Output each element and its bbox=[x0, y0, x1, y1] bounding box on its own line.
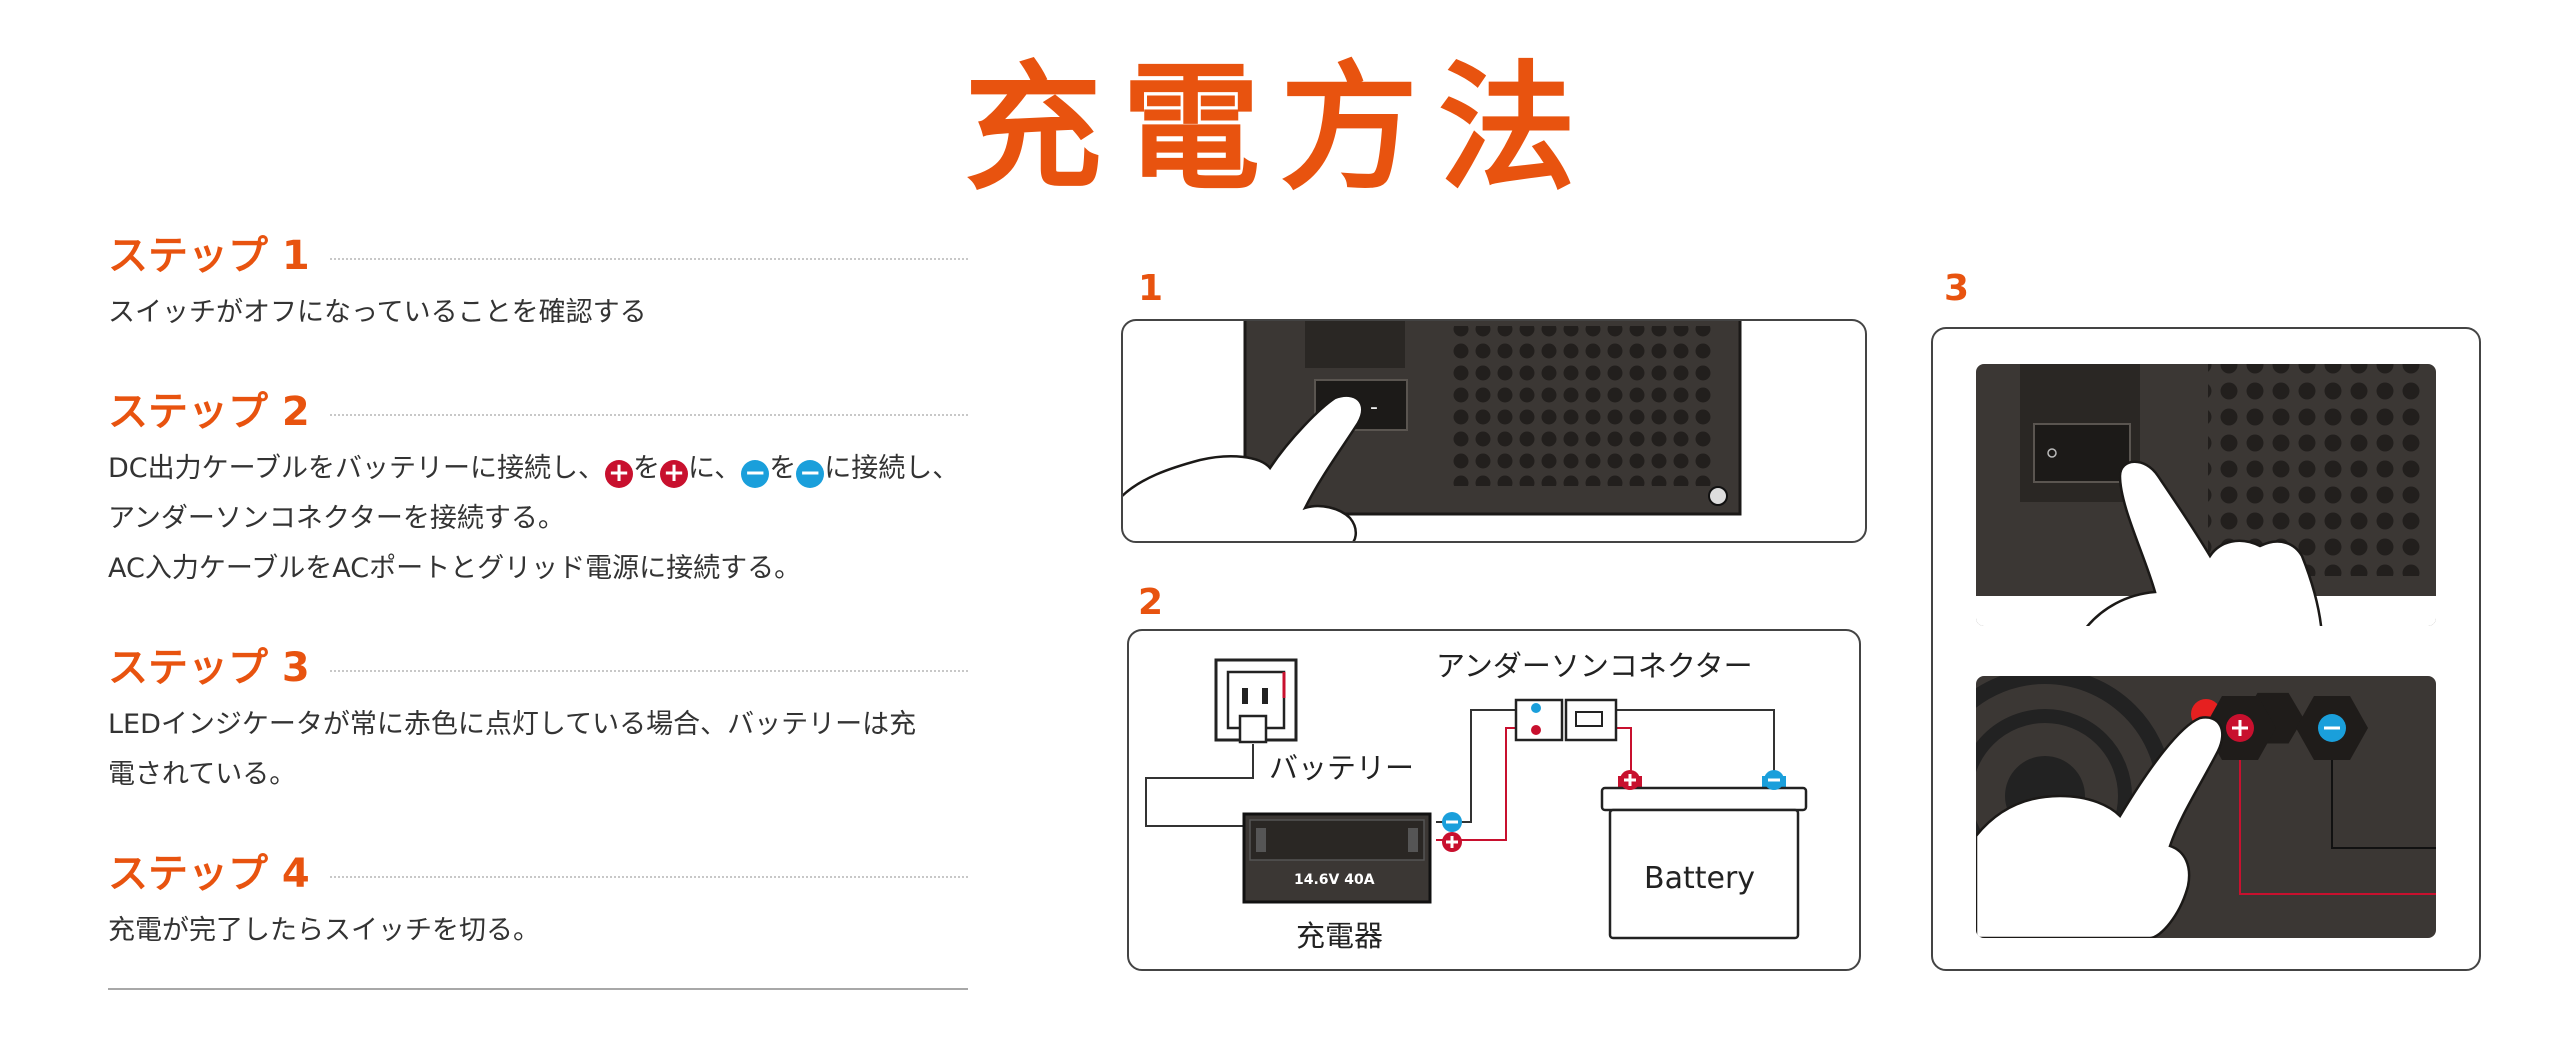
step-4-label: ステップ 4 bbox=[108, 851, 310, 897]
step-2-label: ステップ 2 bbox=[108, 389, 310, 435]
panel-2-diagram: アンダーソンコネクター バッテリー 14.6V 40A 充電器 Battery bbox=[1127, 629, 1861, 971]
battery-text: Battery bbox=[1644, 861, 1755, 896]
minus-icon: − bbox=[796, 460, 825, 488]
plus-icon: + bbox=[660, 460, 689, 488]
step-3-label: ステップ 3 bbox=[108, 645, 310, 691]
charger-label: 充電器 bbox=[1296, 919, 1383, 953]
connector-label: アンダーソンコネクター bbox=[1436, 649, 1753, 683]
step-2-line-1: DC出力ケーブルをバッテリーに接続し、+を+に、−を−に接続し、 bbox=[108, 453, 960, 488]
step-2: ステップ 2 DC出力ケーブルをバッテリーに接続し、+を+に、−を−に接続し、 … bbox=[108, 388, 968, 594]
step-divider bbox=[329, 876, 968, 878]
anderson-connector-icon bbox=[1514, 698, 1618, 742]
step-3-line-2: 電されている。 bbox=[108, 759, 297, 790]
minus-terminal-icon bbox=[2296, 696, 2368, 760]
wall-outlet-icon bbox=[1214, 658, 1298, 744]
step-4-text: 充電が完了したらスイッチを切る。 bbox=[108, 915, 540, 946]
step-1: ステップ 1 スイッチがオフになっていることを確認する bbox=[108, 232, 968, 338]
step-divider bbox=[329, 670, 968, 672]
step-2-line-3: AC入力ケーブルをACポートとグリッド電源に接続する。 bbox=[108, 553, 802, 584]
step-2-line-2: アンダーソンコネクターを接続する。 bbox=[108, 503, 565, 534]
step-3-line-1: LEDインジケータが常に赤色に点灯している場合、バッテリーは充 bbox=[108, 709, 917, 740]
panel-3-number: 3 bbox=[1944, 268, 1970, 309]
hand-icon bbox=[1976, 716, 2224, 938]
step-1-text: スイッチがオフになっていることを確認する bbox=[108, 297, 647, 328]
bottom-divider bbox=[108, 988, 968, 990]
battery-label: バッテリー bbox=[1269, 751, 1414, 785]
charger-device-icon: 14.6V 40A bbox=[1242, 812, 1432, 904]
step-divider bbox=[329, 258, 968, 260]
charger-spec: 14.6V 40A bbox=[1294, 872, 1375, 888]
hand-icon bbox=[2077, 460, 2324, 626]
minus-icon: − bbox=[741, 460, 770, 488]
battery-icon: Battery bbox=[1600, 776, 1808, 940]
hand-icon bbox=[1122, 394, 1364, 542]
panel-2-number: 2 bbox=[1138, 582, 1164, 623]
panel-1-number: 1 bbox=[1138, 268, 1164, 309]
screw-icon bbox=[1708, 486, 1728, 506]
plus-icon: + bbox=[605, 460, 634, 488]
step-1-label: ステップ 1 bbox=[108, 233, 310, 279]
step-4: ステップ 4 充電が完了したらスイッチを切る。 bbox=[108, 850, 968, 956]
step-3: ステップ 3 LEDインジケータが常に赤色に点灯している場合、バッテリーは充 電… bbox=[108, 644, 968, 800]
panel-3-illustration bbox=[1931, 327, 2481, 971]
panel-1-illustration: ○ - bbox=[1121, 319, 1867, 543]
step-divider bbox=[329, 414, 968, 416]
switch-off-mark: - bbox=[1370, 395, 1378, 420]
page-title: 充電方法 bbox=[963, 48, 1596, 209]
